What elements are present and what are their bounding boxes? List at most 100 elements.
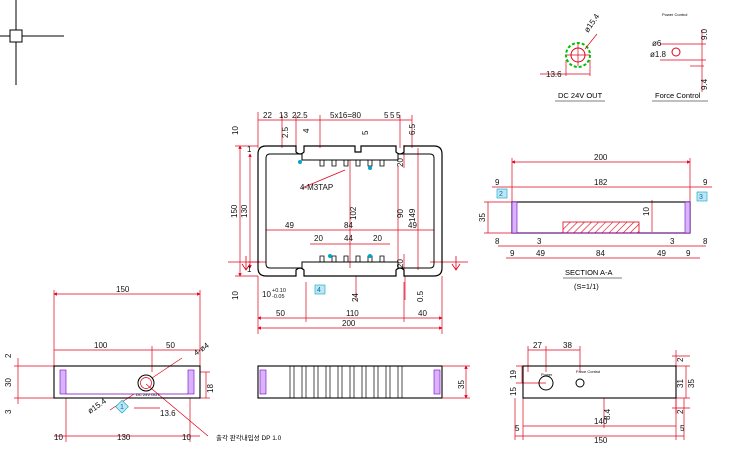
end-dim-5: 15 [509,387,518,396]
side-view: 35 [257,365,470,399]
top-dim-bottom-1: 110 [346,309,359,318]
top-dim-inner-13: 20 [396,259,405,268]
section-dim-bottom-3: 84 [596,249,605,258]
section-dim-bottom-1: 3 [537,237,542,246]
end-view: Power Force Control 27 38 2 31 35 15 19 … [509,341,696,445]
top-dim-top-1: 13 [279,111,288,120]
top-dim-left-3: 130 [240,204,249,218]
dc-caption: DC 24V OUT [558,91,603,100]
end-dim-8: 2 [676,409,685,414]
front-view: 1 150 100 50 2 30 3 18 10 130 10 13.6 ø1… [4,285,282,442]
section-dim-top-0: 200 [594,153,608,162]
section-dim-side-0: 9 [495,178,500,187]
dc-dim-1: 13.6 [546,70,562,79]
front-dim-7: 10 [54,433,63,442]
top-dim-left-2: 150 [230,204,239,218]
section-dim-bottom-5: 49 [657,249,666,258]
top-dim-inner-14: 24 [351,293,360,302]
top-dim-bottom-0: 50 [276,309,285,318]
top-dim-inner-2: 5 [361,130,370,135]
section-dim-side-2: 35 [478,213,487,222]
end-label-1: Force Control [576,369,600,374]
top-view: 4 22 13 22.5 5x16=80 5 5 5 6.5 10 1 150 … [228,111,468,334]
top-dim-top-2: 22.5 [292,111,308,120]
top-dim-inner-7: 44 [344,234,353,243]
section-dim-side-4: 8 [703,237,708,246]
front-dim-2: 50 [166,341,175,350]
end-dim-10: 140 [594,417,608,426]
dc-out-detail: ø15.4 13.6 DC 24V OUT [540,12,605,102]
front-leader: 4-ø4 [192,341,211,358]
end-dim-4: 35 [687,379,696,388]
front-dim-9: 10 [182,433,191,442]
top-dim-inner-3: 49 [285,221,294,230]
top-dim-left-0: 10 [231,126,240,135]
end-dim-3: 31 [676,379,685,388]
tap-label: 4-M3TAP [300,183,333,192]
front-dim-10: 13.6 [160,409,176,418]
section-dim-bottom-6: 9 [686,249,691,258]
front-tiny-label: DC 24V OUT [136,392,160,397]
front-dim-4: 30 [4,378,13,387]
top-dim-top-5: 5 [390,111,395,120]
top-dim-inner-10: 90 [396,209,405,218]
tolerance-top: +0.10 [272,288,286,294]
front-dim-5: 3 [4,409,13,414]
front-dim-3: 2 [4,353,13,358]
side-dim-0: 35 [457,380,466,389]
top-dim-inner-11: 149 [408,208,417,222]
section-dim-side-5: 10 [642,207,651,216]
section-dim-bottom-0: 9 [510,249,515,258]
force-dim-2: 9.0 [700,28,709,40]
front-dim-6: 18 [206,384,215,393]
top-marker-0: 4 [317,287,321,294]
front-marker-0: 1 [120,404,124,411]
end-dim-11: 5 [680,424,685,433]
end-dim-1: 38 [563,341,572,350]
front-note: 출각 판각내입성 DP 1.0 [216,433,282,442]
section-title: SECTION A-A [565,268,613,277]
top-dim-left-1: 1 [247,145,252,154]
top-dim-left-4: 10 [231,291,240,300]
force-dim-1: ø1.8 [650,50,667,59]
top-dim-inner-4: 84 [344,221,353,230]
top-dim-top-0: 22 [263,111,272,120]
top-dim-top-3: 5x16=80 [330,111,361,120]
top-dim-bottom-3: 200 [342,319,356,328]
top-dim-inner-5: 49 [408,221,417,230]
front-dim-0: 150 [116,285,130,294]
section-view: 2 3 200 182 9 9 35 8 8 10 9 3 49 84 3 49… [478,153,712,291]
top-dim-inner-1: 4 [302,128,311,133]
dc-dim-0: ø15.4 [582,12,601,34]
top-dim-inner-6: 20 [314,234,323,243]
top-dim-top-7: 6.5 [408,123,417,135]
top-dim-bottom-2: 40 [418,309,427,318]
tolerance-bottom: -0.05 [272,294,285,300]
force-dim-3: 9.4 [700,78,709,90]
section-dim-side-1: 9 [703,178,708,187]
top-dim-inner-8: 20 [373,234,382,243]
end-dim-0: 27 [533,341,542,350]
top-dim-top-6: 5 [396,111,401,120]
section-dim-side-3: 8 [495,237,500,246]
section-dim-top-1: 182 [594,178,608,187]
crosshair-cursor [0,0,64,85]
top-dim-inner-15: 0.5 [416,290,425,302]
top-dim-left-5: 1 [247,265,252,274]
front-dim-8: 130 [117,433,131,442]
force-dim-0: ø6 [652,39,662,48]
top-dim-inner-9: 102 [349,206,358,220]
section-marker-1: 3 [699,194,703,201]
top-dim-inner-0: 2.5 [281,126,290,138]
end-dim-6: 19 [509,370,518,379]
end-dim-9: 5 [515,424,520,433]
section-dim-bottom-4: 3 [670,237,675,246]
end-dim-2: 2 [676,357,685,362]
end-dim-12: 150 [594,436,608,445]
section-marker-0: 2 [499,191,503,198]
tolerance-base: 10 [262,290,271,299]
front-dim-11: ø15.4 [86,396,108,415]
force-tiny-label: Power Control [662,12,687,17]
section-scale: (S=1/1) [574,282,599,291]
end-label-0: Power [541,372,553,377]
